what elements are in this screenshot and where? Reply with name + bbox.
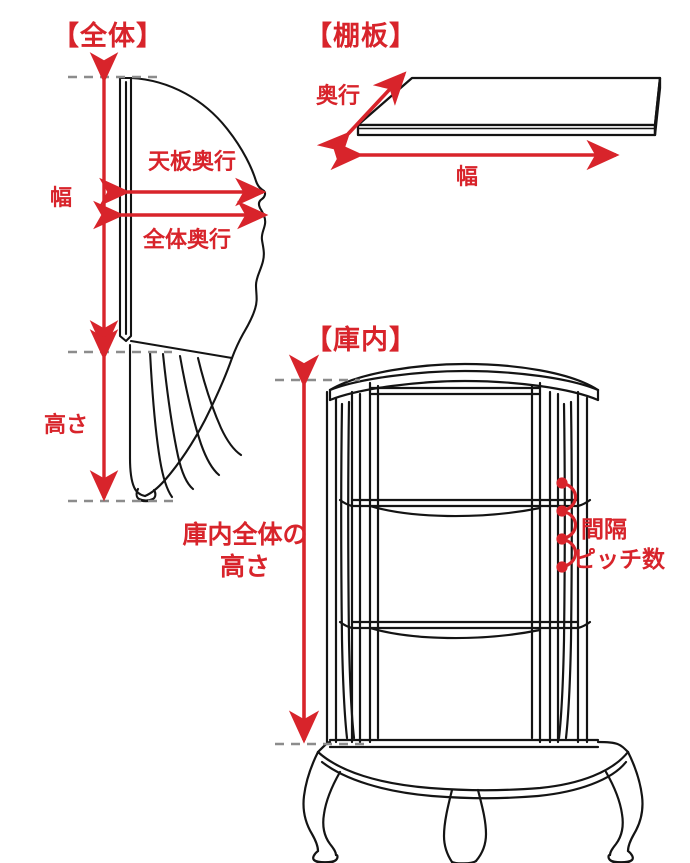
top-board-depth-label: 天板奥行	[148, 150, 237, 175]
pitch-dot	[556, 477, 568, 489]
section-title-interior: 【庫内】	[305, 325, 417, 356]
pitch-interval-label: 間隔	[581, 517, 627, 543]
pitch-dot	[556, 561, 568, 573]
pitch-marks	[556, 477, 578, 573]
interior-reference-lines	[275, 378, 368, 746]
shelf-board-drawing	[356, 76, 662, 137]
overall-height-label: 高さ	[44, 413, 89, 438]
interior-cabinet-drawing	[302, 362, 644, 863]
interior-height-label-line1: 庫内全体の	[182, 520, 308, 549]
shelf-depth-arrow	[316, 71, 407, 166]
shelf-depth-label: 奥行	[316, 84, 361, 109]
overall-depth-label: 全体奥行	[143, 228, 232, 253]
overall-reference-lines	[68, 75, 178, 503]
pitch-dot	[556, 505, 568, 517]
pitch-count-label: ピッチ数	[573, 547, 665, 573]
pitch-dot-group	[556, 477, 568, 573]
overall-cabinet-drawing	[118, 76, 267, 503]
pitch-dot	[556, 533, 568, 545]
interior-height-label-line2: 高さ	[219, 552, 270, 581]
section-title-shelf: 【棚板】	[305, 21, 417, 52]
section-title-overall: 【全体】	[52, 21, 164, 52]
overall-width-label: 幅	[50, 186, 73, 211]
shelf-width-label: 幅	[456, 165, 479, 190]
